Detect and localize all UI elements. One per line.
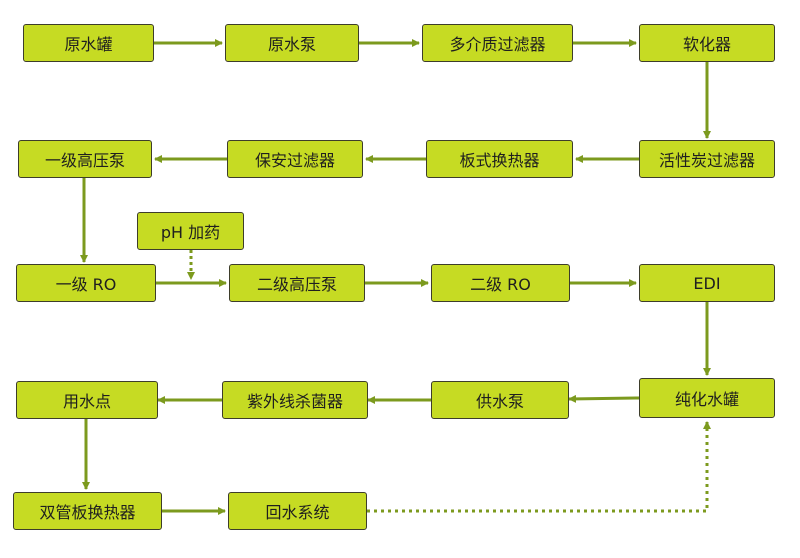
node-stage2-hp-pump: 二级高压泵 [229, 264, 365, 302]
node-stage1-hp-pump: 一级高压泵 [18, 140, 152, 178]
node-label: 双管板换热器 [39, 503, 136, 522]
node-stage2-ro: 二级 RO [431, 264, 570, 302]
node-raw-pump: 原水泵 [225, 24, 359, 62]
node-double-tube-plate-heat-exchanger: 双管板换热器 [13, 492, 162, 530]
node-label: 一级高压泵 [44, 151, 125, 170]
node-label: 紫外线杀菌器 [246, 392, 343, 411]
node-plate-heat-exchanger: 板式换热器 [426, 140, 573, 178]
node-label: 活性炭过滤器 [658, 151, 755, 170]
node-supply-pump: 供水泵 [431, 381, 569, 419]
node-label: 二级 RO [470, 275, 531, 294]
node-label: pH 加药 [160, 223, 221, 242]
arrow-tank-to-supply-pump [568, 394, 640, 403]
node-label: 保安过滤器 [254, 151, 335, 170]
node-stage1-ro: 一级 RO [16, 264, 156, 302]
node-label: 用水点 [62, 392, 111, 411]
node-ph-dosing: pH 加药 [137, 212, 244, 250]
node-label: 软化器 [682, 35, 731, 54]
node-security-filter: 保安过滤器 [227, 140, 363, 178]
node-label: 多介质过滤器 [449, 35, 546, 54]
node-raw-tank: 原水罐 [23, 24, 154, 62]
node-pure-water-tank: 纯化水罐 [639, 378, 775, 418]
node-softener: 软化器 [639, 24, 775, 62]
node-label: 板式换热器 [459, 151, 540, 170]
node-label: EDI [693, 273, 721, 293]
node-return-system: 回水系统 [228, 492, 367, 530]
node-multimedia-filter: 多介质过滤器 [422, 24, 573, 62]
node-label: 一级 RO [55, 275, 117, 294]
node-label: 原水罐 [64, 35, 113, 54]
node-label: 供水泵 [475, 392, 524, 411]
node-edi: EDI [639, 264, 775, 302]
node-label: 回水系统 [265, 503, 330, 522]
node-activated-carbon-filter: 活性炭过滤器 [639, 140, 775, 178]
node-label: 纯化水罐 [674, 390, 739, 409]
arrow-return-to-pure-water-tank [367, 421, 711, 513]
node-label: 原水泵 [267, 35, 316, 54]
node-label: 二级高压泵 [256, 275, 337, 294]
node-uv-sterilizer: 紫外线杀菌器 [222, 381, 368, 419]
node-point-of-use: 用水点 [16, 381, 158, 419]
